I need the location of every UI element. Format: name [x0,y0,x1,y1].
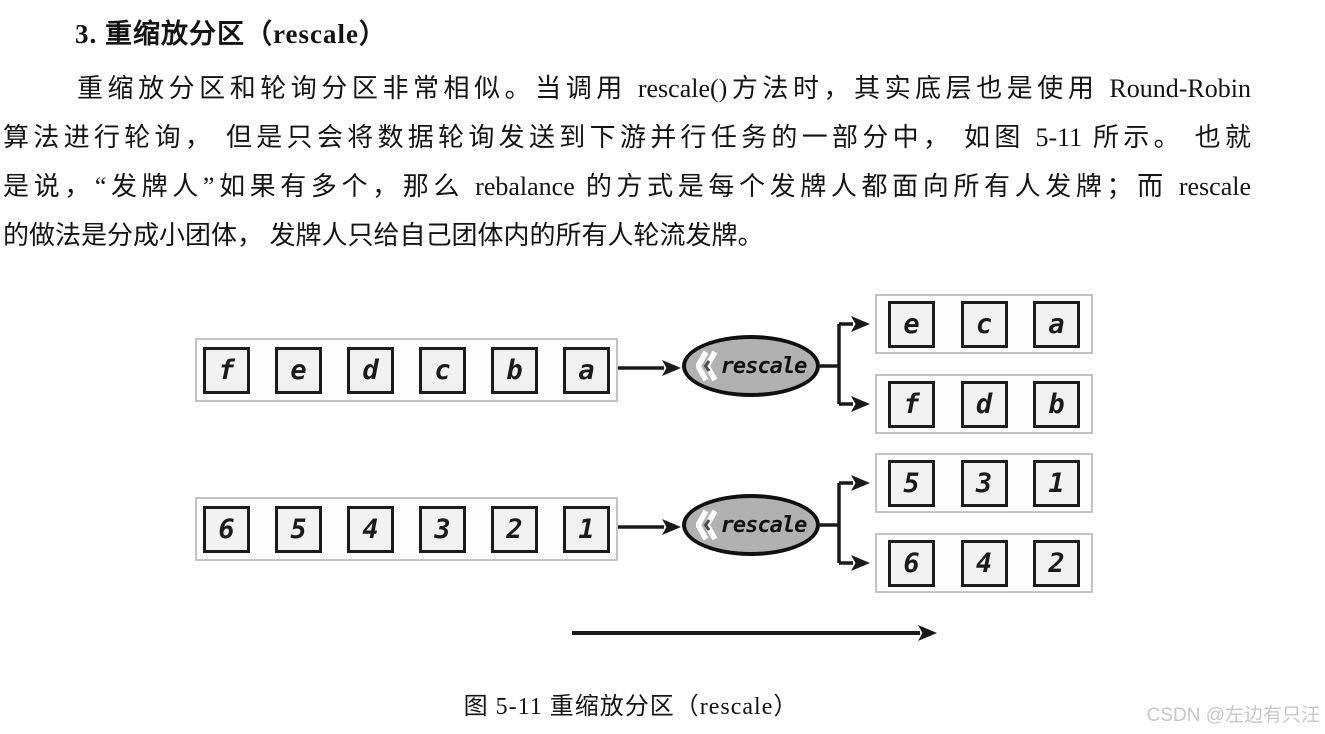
paragraph-line: 的做法是分成小团体， 发牌人只给自己团体内的所有人轮流发牌。 [3,221,764,250]
rescale-operator: rescale [682,335,820,397]
data-cell: f [888,380,935,428]
data-cell: c [960,300,1008,348]
paragraph-line: 算法进行轮询， 但是只会将数据轮询发送到下游并行任务的一部分中， 如图 5-11… [3,123,1251,152]
data-cell: 1 [1033,459,1080,507]
data-cell: e [888,300,935,348]
data-cell: 4 [960,539,1008,587]
data-cell: 3 [419,505,466,553]
data-cell: 4 [347,505,394,553]
output-tray-letters-1: e c a [875,294,1093,354]
input-tray-letters: f e d c b a [195,338,618,402]
data-cell: a [563,346,610,394]
data-cell: c [419,346,466,394]
data-cell: 5 [888,459,935,507]
rescale-chevrons-icon [695,350,718,382]
body-paragraph: 重缩放分区和轮询分区非常相似。当调用 rescale()方法时，其实底层也是使用… [3,64,1251,260]
data-cell: 1 [563,505,610,553]
rescale-operator: rescale [682,494,820,556]
data-cell: f [203,346,250,394]
data-cell: d [960,380,1008,428]
output-tray-numbers-1: 5 3 1 [875,453,1093,513]
data-cell: 3 [960,459,1008,507]
output-tray-letters-2: f d b [875,374,1093,434]
watermark: CSDN @左边有只汪 [1146,705,1320,726]
data-cell: 2 [491,505,538,553]
data-cell: e [275,346,322,394]
data-cell: a [1033,300,1080,348]
data-cell: b [1033,380,1080,428]
input-tray-numbers: 6 5 4 3 2 1 [195,497,618,561]
data-cell: 6 [888,539,935,587]
data-cell: d [347,346,394,394]
operator-label: rescale [720,512,808,538]
section-heading: 3. 重缩放分区（rescale） [75,19,387,49]
output-tray-numbers-2: 6 4 2 [875,533,1093,593]
data-cell: b [491,346,538,394]
paragraph-line: 是说，“发牌人”如果有多个，那么 rebalance 的方式是每个发牌人都面向所… [3,172,1251,201]
data-cell: 6 [203,505,250,553]
paragraph-line: 重缩放分区和轮询分区非常相似。当调用 rescale()方法时，其实底层也是使用… [77,74,1251,103]
operator-label: rescale [720,353,808,379]
data-cell: 5 [275,505,322,553]
rescale-chevrons-icon [695,509,718,541]
data-cell: 2 [1033,539,1080,587]
figure-caption: 图 5-11 重缩放分区（rescale） [463,694,799,720]
